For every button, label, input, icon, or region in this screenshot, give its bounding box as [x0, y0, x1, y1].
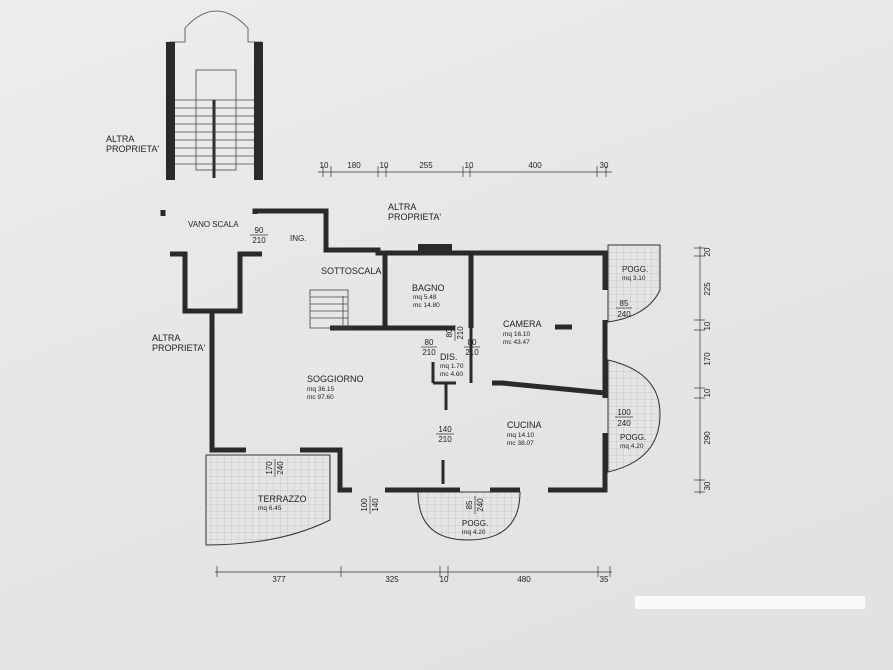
opening-terrazzo-height: 240 [276, 461, 285, 475]
dis-mq: mq 1.70 [440, 363, 464, 370]
dim-top-0: 10 [320, 161, 329, 170]
dim-top-1: 180 [347, 161, 361, 170]
pogg-bottom-mq: mq 4.20 [462, 529, 486, 536]
dim-bottom-0: 377 [272, 575, 286, 584]
opening-terrazzo-door-height: 140 [371, 498, 380, 512]
dim-top-2: 10 [380, 161, 389, 170]
opening-terrazzo-door-width: 100 [360, 498, 369, 512]
soggiorno-mq: mq 36.15 [307, 386, 334, 393]
dimension-bottom [215, 566, 612, 577]
dim-right-6: 30 [703, 481, 712, 490]
dim-top-4: 10 [465, 161, 474, 170]
opening-soggiorno-cucina: 140 210 [436, 425, 454, 444]
dim-bottom-4: 35 [600, 575, 609, 584]
opening-terrazzo-door: 100 140 [360, 496, 380, 514]
opening-ing-height: 210 [252, 236, 266, 245]
dim-bottom-1: 325 [385, 575, 399, 584]
dim-right-3: 170 [703, 352, 712, 366]
camera-mq: mq 16.10 [503, 331, 530, 338]
bagno-name: BAGNO [412, 283, 445, 293]
terrazzo-name: TERRAZZO [258, 494, 307, 504]
dim-right-4: 10 [703, 388, 712, 397]
terrazzo-area [205, 454, 331, 546]
sottoscala-stairs [309, 289, 349, 329]
dim-right-1: 225 [703, 282, 712, 296]
dimension-top-values: 10 180 10 255 10 400 30 [320, 161, 609, 170]
opening-terrazzo-width: 170 [265, 461, 274, 475]
soggiorno-name: SOGGIORNO [307, 374, 364, 384]
opening-soggiorno-cucina-width: 140 [438, 425, 452, 434]
bagno-mc: mc 14.80 [413, 302, 440, 309]
exterior-walls [160, 208, 608, 493]
opening-dis-right-height: 210 [465, 348, 479, 357]
dimension-right [694, 246, 705, 494]
opening-pogg-top-height: 240 [617, 310, 631, 319]
pogg-top-area [607, 244, 661, 323]
cucina-mc: mc 38.07 [507, 440, 534, 447]
cucina-name: CUCINA [507, 420, 542, 430]
opening-pogg-top: 85 240 [616, 299, 632, 319]
opening-pogg-top-width: 85 [620, 299, 629, 308]
opening-pogg-bottom: 85 240 [465, 496, 485, 514]
dimension-right-values: 20 225 10 170 10 290 30 [703, 247, 712, 490]
dimension-top [318, 166, 612, 177]
opening-pogg-bottom-height: 240 [476, 498, 485, 512]
dis-name: DIS. [440, 352, 458, 362]
dim-right-0: 20 [703, 247, 712, 256]
opening-pogg-right: 100 240 [615, 408, 633, 428]
opening-pogg-bottom-width: 85 [465, 500, 474, 509]
pogg-right-mq: mq 4.20 [620, 443, 644, 450]
soggiorno-mc: mc 97.60 [307, 394, 334, 401]
dis-mc: mc 4.60 [440, 371, 464, 378]
dim-top-3: 255 [419, 161, 433, 170]
dimension-bottom-values: 377 325 10 480 35 [272, 575, 609, 584]
opening-dis-left: 80 210 [421, 338, 437, 357]
terrazzo-mq: mq 6.45 [258, 505, 282, 512]
opening-ing-width: 90 [255, 226, 264, 235]
dim-top-6: 30 [600, 161, 609, 170]
pogg-top-name: POGG. [622, 265, 648, 274]
dim-bottom-3: 480 [517, 575, 531, 584]
opening-dis-right: 80 210 [464, 338, 480, 357]
pogg-right-name: POGG. [620, 433, 646, 442]
camera-mc: mc 43.47 [503, 339, 530, 346]
pogg-top-mq: mq 3.10 [622, 275, 646, 282]
pogg-bottom-area [417, 491, 521, 541]
opening-dis-left-width: 80 [425, 338, 434, 347]
opening-pogg-right-height: 240 [617, 419, 631, 428]
dim-bottom-2: 10 [440, 575, 449, 584]
dim-top-5: 400 [528, 161, 542, 170]
dim-right-5: 290 [703, 431, 712, 445]
bagno-mq: mq 5.48 [413, 294, 437, 301]
opening-dis-right-width: 80 [468, 338, 477, 347]
sottoscala-label: SOTTOSCALA [321, 266, 381, 276]
pogg-bottom-name: POGG. [462, 519, 488, 528]
opening-bagno-width: 80 [445, 328, 454, 337]
redaction-bar [635, 596, 865, 609]
cucina-mq: mq 14.10 [507, 432, 534, 439]
opening-bagno-height: 210 [456, 326, 465, 340]
opening-soggiorno-cucina-height: 210 [438, 435, 452, 444]
ing-label: ING. [290, 234, 306, 243]
opening-bagno: 80 210 [445, 325, 465, 341]
opening-pogg-right-width: 100 [617, 408, 631, 417]
dim-right-2: 10 [703, 321, 712, 330]
opening-terrazzo: 170 240 [265, 459, 285, 477]
staircase-block [166, 10, 263, 180]
vano-scala-label: VANO SCALA [188, 220, 239, 229]
camera-name: CAMERA [503, 319, 542, 329]
pogg-right-area [607, 359, 661, 473]
opening-ing: 90 210 [250, 226, 268, 245]
opening-dis-left-height: 210 [422, 348, 436, 357]
